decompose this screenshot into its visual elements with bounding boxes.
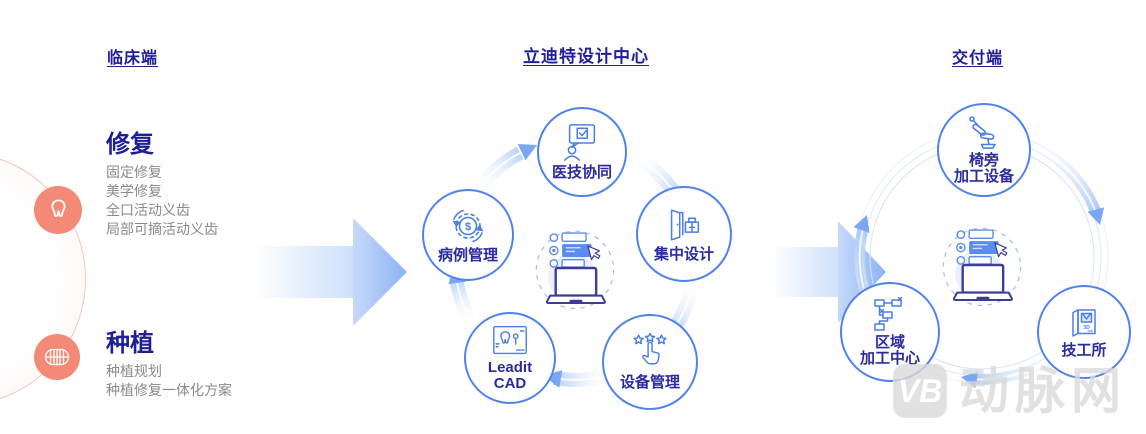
cycle-arrows (853, 130, 1109, 389)
case-management-icon: $ (452, 209, 484, 243)
laptop-icon (529, 222, 621, 319)
node-label: 医技协同 (551, 164, 612, 181)
node-label: Leadit (487, 359, 533, 376)
list-item: 固定修复 (106, 164, 162, 180)
list-item: 种植修复一体化方案 (106, 382, 232, 398)
svg-text:3D: 3D (1083, 325, 1090, 331)
collaboration-icon (564, 124, 596, 161)
node-label: 加工设备 (953, 168, 1014, 185)
chairside-equipment-icon (969, 116, 996, 149)
node-label: 技工所 (1061, 342, 1107, 359)
node-label: CAD (493, 375, 527, 392)
leadit-cad-icon (493, 325, 527, 355)
node-case-management: $ 病例管理 (422, 189, 514, 281)
implant-group: 种植 种植规划 种植修复一体化方案 (106, 331, 232, 400)
svg-text:$: $ (465, 221, 471, 233)
node-label: 病例管理 (437, 247, 498, 264)
node-chairside-equipment: 椅旁 加工设备 (937, 103, 1031, 197)
denture-icon (34, 334, 80, 380)
node-collaboration: 医技协同 (537, 107, 627, 197)
node-regional-center: 区域 加工中心 (840, 282, 940, 382)
list-item: 美学修复 (106, 183, 162, 199)
node-label: 集中设计 (653, 246, 714, 263)
regional-center-icon (874, 297, 903, 331)
laptop-icon (936, 219, 1028, 316)
delivery-diagram: 椅旁 加工设备 区域 加工中心 (840, 85, 1146, 395)
node-centralized-design: 集中设计 (636, 186, 732, 282)
node-label: 设备管理 (619, 374, 680, 391)
implant-heading: 种植 (106, 330, 154, 357)
list-item: 全口活动义齿 (106, 202, 190, 218)
flow-arrow-clinical-to-design (253, 218, 407, 326)
tooth-icon (34, 186, 82, 234)
node-label: 椅旁 (968, 152, 999, 169)
centralized-design-icon (670, 209, 700, 241)
node-label: 区域 (874, 334, 905, 351)
node-leadit-cad: Leadit CAD (464, 312, 556, 404)
clinical-section-title: 临床端 (107, 50, 159, 67)
design-center-title: 立迪特设计中心 (523, 47, 649, 66)
node-equipment-management: 设备管理 (602, 314, 698, 410)
restoration-group: 修复 固定修复 美学修复 全口活动义齿 局部可摘活动义齿 (106, 132, 218, 239)
node-label: 加工中心 (859, 350, 920, 367)
equipment-management-icon (633, 333, 667, 365)
design-center-diagram: 医技协同 $ 病例管理 集 (420, 90, 760, 420)
delivery-section-title: 交付端 (952, 50, 1004, 67)
list-item: 种植规划 (106, 363, 162, 379)
node-dental-lab: 3D 技工所 (1037, 285, 1131, 379)
restoration-heading: 修复 (106, 131, 154, 158)
dental-lab-icon: 3D (1072, 309, 1096, 337)
list-item: 局部可摘活动义齿 (106, 221, 218, 237)
